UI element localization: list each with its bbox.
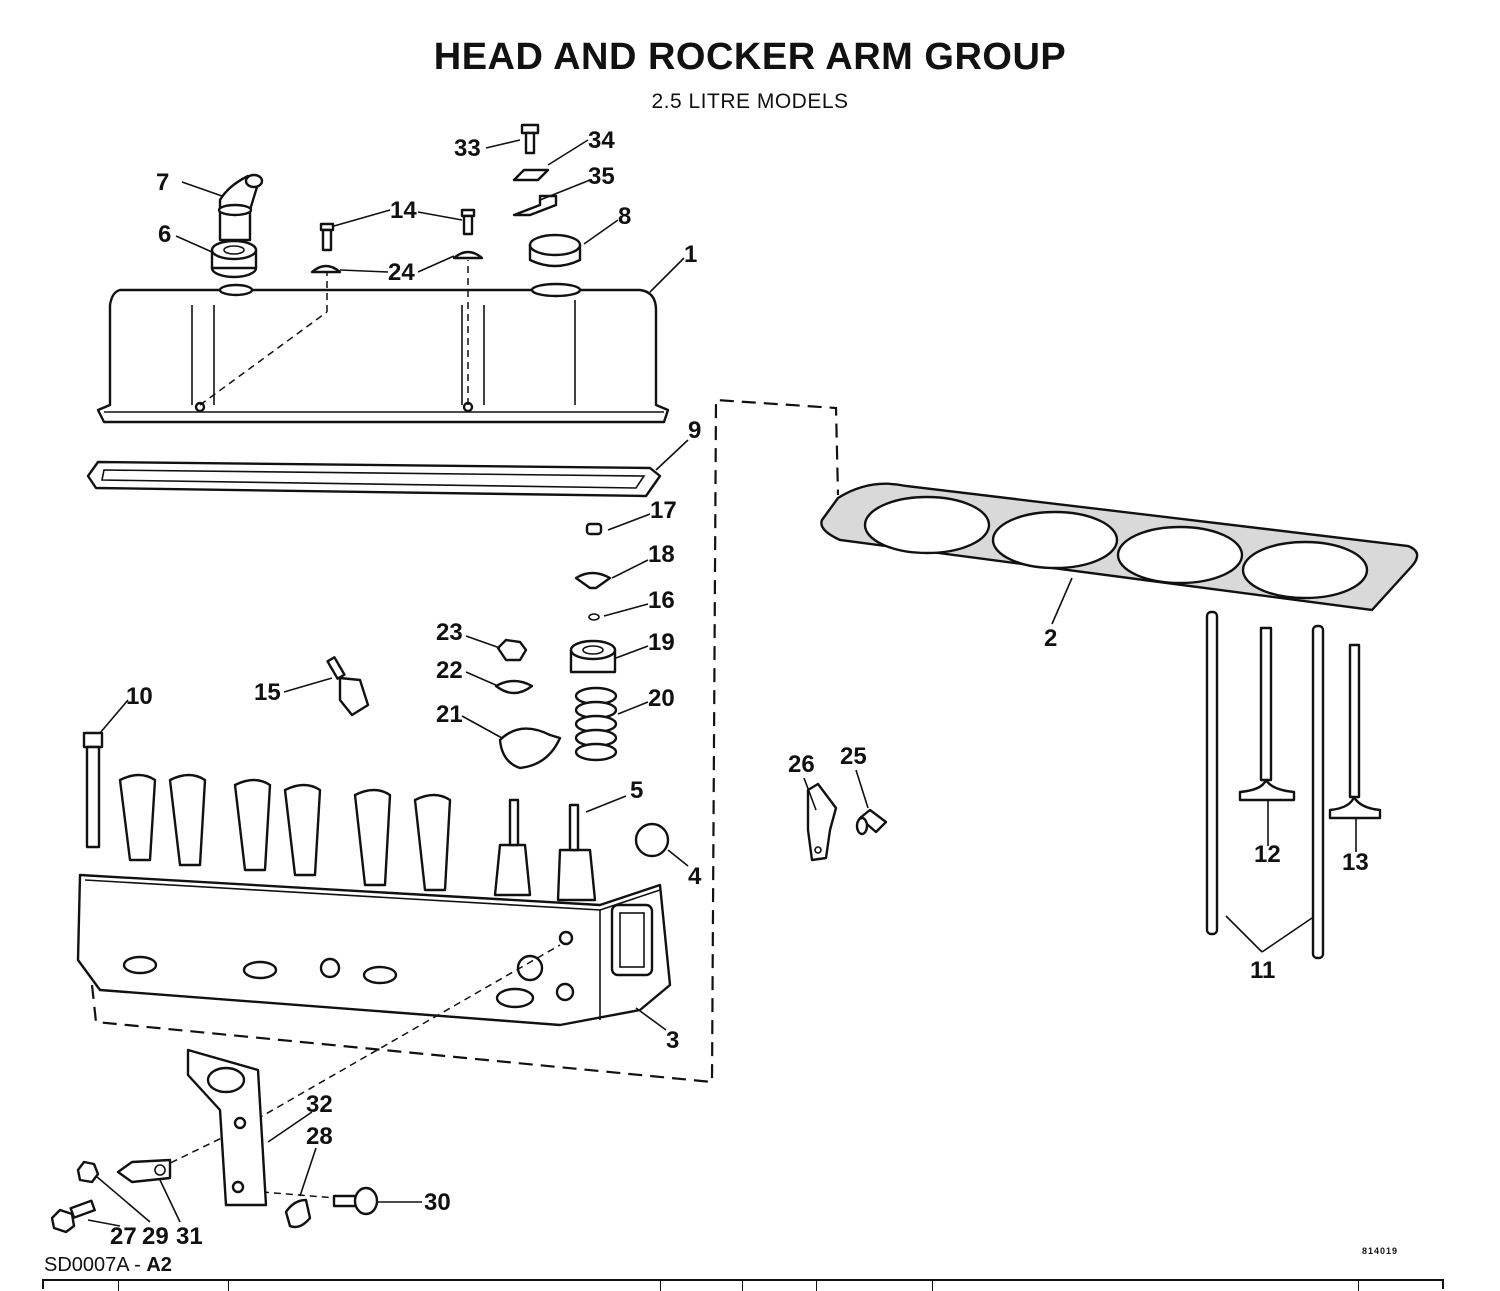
- expansion-plug: [634, 822, 670, 858]
- callout-11: 11: [1250, 957, 1275, 984]
- callout-18: 18: [648, 541, 675, 568]
- table-divider: [932, 1281, 933, 1291]
- clip: [284, 1198, 312, 1229]
- callout-16: 16: [648, 587, 675, 614]
- callout-17: 17: [650, 497, 677, 524]
- push-rod-right: [1311, 624, 1325, 960]
- callout-31: 31: [176, 1223, 203, 1250]
- table-divider: [1358, 1281, 1359, 1291]
- stud-bolt: [332, 1186, 379, 1216]
- table-divider: [118, 1281, 119, 1291]
- head-outline: [90, 398, 840, 1084]
- callout-34: 34: [588, 127, 615, 154]
- callout-27: 27: [110, 1223, 137, 1250]
- drawing-code-separator: -: [134, 1254, 141, 1276]
- rocker-arm-assemblies: [118, 773, 597, 902]
- intake-valve: [1238, 626, 1296, 802]
- clip-bracket: [512, 194, 558, 217]
- callout-30: 30: [424, 1189, 451, 1216]
- callout-20: 20: [648, 685, 675, 712]
- callout-2: 2: [1044, 625, 1057, 652]
- valve-spring: [574, 686, 618, 762]
- clip-plate: [512, 168, 550, 182]
- drawing-code-id: SD0007A: [44, 1254, 129, 1276]
- leader-lines: [87, 139, 1357, 1227]
- callout-32: 32: [306, 1091, 333, 1118]
- diagram-title: HEAD AND ROCKER ARM GROUP: [433, 36, 1067, 78]
- wire-clamp: [116, 1158, 172, 1184]
- head-bolt: [82, 731, 104, 849]
- callout-23: 23: [436, 619, 463, 646]
- callout-19: 19: [648, 629, 675, 656]
- table-divider: [660, 1281, 661, 1291]
- callout-21: 21: [436, 701, 463, 728]
- washer-left: [310, 264, 342, 274]
- mounting-bracket: [186, 1048, 268, 1207]
- callout-29: 29: [142, 1223, 169, 1250]
- callout-8: 8: [618, 203, 631, 230]
- callout-9: 9: [688, 417, 701, 444]
- head-gasket: [820, 482, 1419, 612]
- parts-table-edge: [42, 1279, 1444, 1291]
- table-divider: [228, 1281, 229, 1291]
- callout-12: 12: [1254, 841, 1281, 868]
- exhaust-valve: [1328, 643, 1382, 820]
- callout-7: 7: [156, 169, 169, 196]
- diagram-subtitle: 2.5 LITRE MODELS: [651, 90, 849, 113]
- callout-35: 35: [588, 163, 615, 190]
- callout-3: 3: [666, 1027, 679, 1054]
- rocker-arm: [498, 727, 562, 770]
- drawing-number: 814019: [1362, 1246, 1399, 1256]
- callout-4: 4: [688, 863, 702, 890]
- callout-24: 24: [388, 259, 415, 286]
- nut: [76, 1160, 100, 1184]
- washer-right: [452, 250, 484, 260]
- callout-25: 25: [840, 743, 867, 770]
- push-rod-left: [1205, 610, 1219, 936]
- table-divider: [816, 1281, 817, 1291]
- cylinder-head: [76, 873, 672, 1027]
- rocker-nut: [496, 638, 528, 662]
- drawing-revision: A2: [146, 1254, 172, 1276]
- callout-33: 33: [454, 135, 481, 162]
- valve-key: [585, 522, 603, 536]
- hex-bolt: [50, 1199, 96, 1234]
- lifting-eye-bolt: [855, 808, 888, 836]
- o-ring: [588, 613, 600, 621]
- oil-filler-cap: [528, 233, 582, 268]
- callout-10: 10: [126, 683, 153, 710]
- lifting-eye: [806, 782, 838, 862]
- push-rod-guide-stud: [326, 656, 370, 717]
- callout-6: 6: [158, 221, 171, 248]
- drawing-code: SD0007A - A2: [44, 1254, 172, 1277]
- callout-1: 1: [684, 241, 697, 268]
- cover-gasket: [86, 460, 662, 498]
- table-divider: [742, 1281, 743, 1291]
- valve-seal: [569, 639, 617, 674]
- callout-22: 22: [436, 657, 463, 684]
- callout-26: 26: [788, 751, 815, 778]
- callout-13: 13: [1342, 849, 1369, 876]
- clip-screw: [520, 123, 540, 155]
- callout-28: 28: [306, 1123, 333, 1150]
- rocker-cover: [96, 282, 670, 424]
- cover-screw-left: [319, 222, 335, 252]
- callout-5: 5: [630, 777, 643, 804]
- breather-elbow: [217, 173, 264, 242]
- rocker-ball: [494, 679, 534, 695]
- valve-retainer: [574, 571, 612, 590]
- grommet: [210, 239, 258, 279]
- callout-15: 15: [254, 679, 281, 706]
- callout-numbers: 1 2 3 4 5 6 7 8 9 10 11 12 13 14 15 16 1…: [110, 127, 1369, 1250]
- cover-screw-right: [460, 208, 476, 236]
- callout-14: 14: [390, 197, 417, 224]
